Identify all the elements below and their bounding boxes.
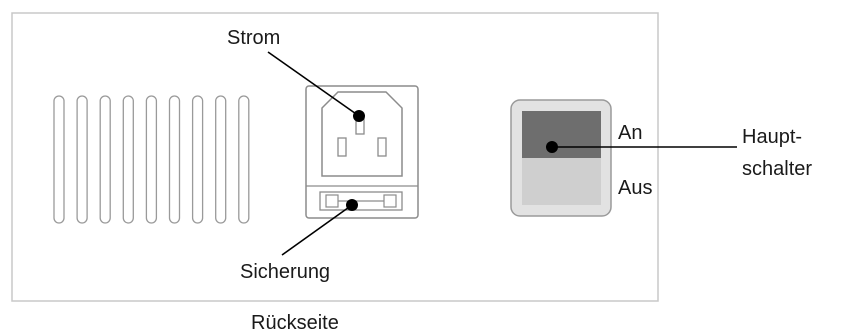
socket-pin-right: [377, 137, 387, 157]
vent-slot: [145, 95, 158, 224]
rear-side-caption: Rückseite: [251, 312, 339, 334]
switch-off-half: [522, 158, 601, 205]
vent-slot: [238, 95, 250, 224]
switch-on-half: [522, 111, 601, 158]
switch-off-label: Aus: [618, 177, 653, 199]
strom-label: Strom: [227, 27, 281, 49]
hauptschalter-dot: [546, 141, 558, 153]
hauptschalter-label-line1: Haupt-: [742, 126, 803, 148]
socket-pin-left: [337, 137, 347, 157]
vent-slot: [168, 95, 181, 224]
sicherung-label: Sicherung: [240, 261, 331, 283]
hauptschalter-label-line2: schalter: [742, 158, 813, 180]
vent-slot: [76, 95, 88, 224]
strom-leader: [267, 51, 360, 117]
vent-slot: [191, 95, 204, 224]
vent-slot: [99, 95, 111, 224]
sicherung-dot: [346, 199, 358, 211]
main-switch: [510, 99, 612, 217]
fuse-cap-left: [325, 194, 339, 208]
vent-slot: [215, 95, 227, 224]
sicherung-leader: [281, 204, 353, 256]
switch-on-label: An: [618, 122, 643, 144]
strom-dot: [353, 110, 365, 122]
vent-slot: [53, 95, 65, 224]
power-inlet: [305, 85, 419, 219]
vent-grille: [53, 95, 250, 224]
fuse-cap-right: [383, 194, 397, 208]
vent-slot: [122, 95, 134, 224]
